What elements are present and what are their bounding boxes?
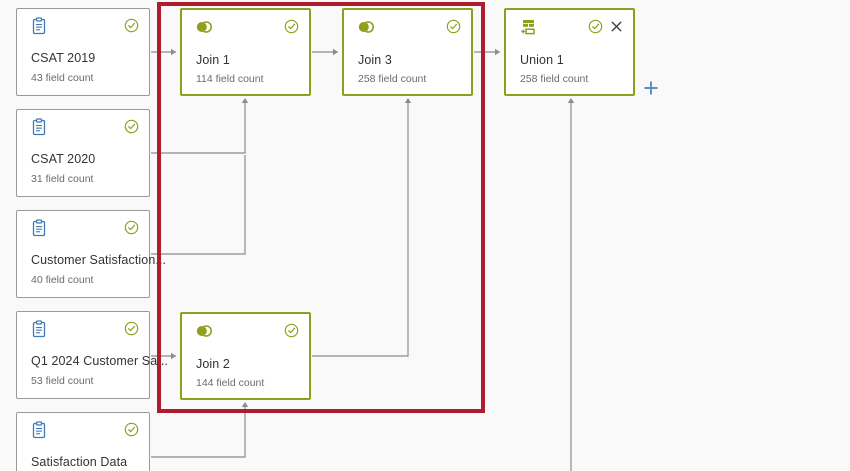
check-circle-icon (588, 19, 603, 34)
node-field-count: 144 field count (196, 377, 265, 389)
node-actions (124, 220, 139, 235)
node-title: CSAT 2020 (31, 152, 96, 166)
join-icon (357, 18, 375, 36)
connector-custsat-to-join1 (151, 155, 246, 255)
check-circle-icon (284, 19, 299, 34)
node-join-3[interactable]: Join 3 258 field count (342, 8, 473, 96)
join-icon (195, 18, 213, 36)
check-circle-icon (124, 18, 139, 33)
check-circle-icon (284, 323, 299, 338)
connector-arrow-q1-to-join2 (171, 352, 176, 360)
node-field-count: 43 field count (31, 72, 94, 84)
node-title: CSAT 2019 (31, 51, 96, 65)
connector-arrow-csat2019-to-join1 (171, 48, 176, 56)
node-satisfaction-data[interactable]: Satisfaction Data (16, 412, 150, 471)
node-field-count: 258 field count (520, 73, 589, 85)
node-actions (124, 119, 139, 134)
plus-icon[interactable] (643, 80, 659, 96)
close-icon[interactable] (610, 20, 623, 33)
node-actions (284, 323, 299, 338)
node-union-1[interactable]: Union 1 258 field count (504, 8, 635, 96)
node-header (17, 110, 149, 140)
clipboard-icon (30, 421, 48, 439)
union-icon (519, 18, 537, 36)
connector-arrow-csat2020-to-join1 (241, 98, 249, 103)
node-q1-2024-customer-sa[interactable]: Q1 2024 Customer Sa... 53 field count (16, 311, 168, 399)
check-circle-icon (446, 19, 461, 34)
node-actions (588, 19, 623, 34)
node-title: Join 3 (358, 53, 392, 67)
node-actions (124, 321, 139, 336)
connector-arrow-satdata-to-join2 (241, 402, 249, 407)
connector-arrow-join3-to-union1 (495, 48, 500, 56)
node-actions (284, 19, 299, 34)
node-header (344, 10, 471, 40)
node-title: Q1 2024 Customer Sa... (31, 354, 168, 368)
node-header (17, 211, 149, 241)
connector-csat2020-to-join1 (151, 100, 246, 154)
check-circle-icon (124, 119, 139, 134)
node-csat-2020[interactable]: CSAT 2020 31 field count (16, 109, 150, 197)
join-icon (195, 322, 213, 340)
node-field-count: 40 field count (31, 274, 94, 286)
node-title: Customer Satisfaction... (31, 253, 167, 267)
node-header (17, 9, 149, 39)
node-join-2[interactable]: Join 2 144 field count (180, 312, 311, 400)
node-field-count: 53 field count (31, 375, 94, 387)
node-header (182, 10, 309, 40)
connector-join2-to-join3 (312, 100, 409, 357)
node-actions (124, 18, 139, 33)
node-title: Join 1 (196, 53, 230, 67)
clipboard-icon (30, 118, 48, 136)
node-actions (446, 19, 461, 34)
clipboard-icon (30, 17, 48, 35)
node-title: Satisfaction Data (31, 455, 128, 469)
node-field-count: 31 field count (31, 173, 94, 185)
check-circle-icon (124, 422, 139, 437)
node-title: Join 2 (196, 357, 230, 371)
node-csat-2019[interactable]: CSAT 2019 43 field count (16, 8, 150, 96)
node-header (17, 413, 149, 443)
node-field-count: 114 field count (196, 73, 264, 85)
clipboard-icon (30, 320, 48, 338)
connector-satdata-to-join2 (151, 404, 246, 458)
node-title: Union 1 (520, 53, 564, 67)
connector-arrow-below-to-union1 (567, 98, 575, 103)
check-circle-icon (124, 220, 139, 235)
check-circle-icon (124, 321, 139, 336)
node-customer-satisfaction[interactable]: Customer Satisfaction... 40 field count (16, 210, 166, 298)
node-field-count: 258 field count (358, 73, 427, 85)
node-actions (124, 422, 139, 437)
node-header (506, 10, 633, 40)
node-header (182, 314, 309, 344)
connector-arrow-join2-to-join3 (404, 98, 412, 103)
clipboard-icon (30, 219, 48, 237)
connector-arrow-join1-to-join3 (333, 48, 338, 56)
node-join-1[interactable]: Join 1 114 field count (180, 8, 311, 96)
node-header (17, 312, 149, 342)
